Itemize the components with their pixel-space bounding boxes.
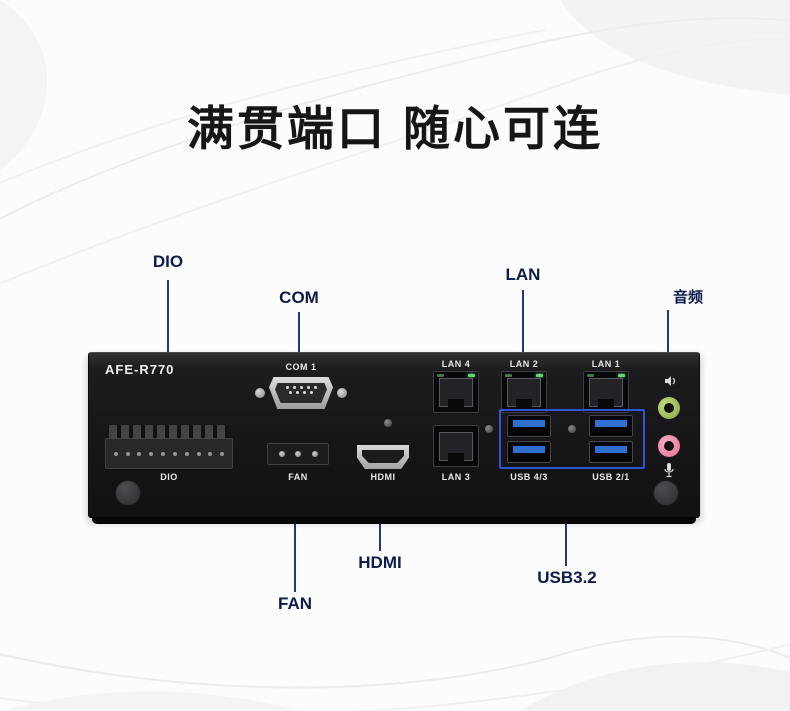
lan2-rj45-port [501, 371, 547, 413]
port-label-com1: COM 1 [285, 362, 317, 372]
db9-screw-left [255, 388, 265, 398]
callout-lan: LAN [505, 265, 541, 284]
page-title: 满贯端口 随心可连 [186, 102, 604, 155]
callout-fan: FAN [278, 594, 312, 613]
audio-mic-in-jack [658, 435, 680, 457]
port-label-lan2: LAN 2 [509, 359, 539, 369]
usb-port-4 [507, 415, 551, 437]
port-label-dio: DIO [160, 472, 178, 482]
hdmi-port [357, 445, 409, 469]
hdmi-slot [362, 450, 404, 463]
lan4-rj45-port [433, 371, 479, 413]
device-rear-panel: AFE-R770 COM 1 DIO [88, 352, 700, 524]
leader-line-fan [294, 478, 296, 592]
usb-port-1 [589, 441, 633, 463]
lan3-rj45-port [433, 425, 479, 467]
line-out-icon [665, 376, 676, 386]
usb-group-highlight-box [499, 409, 645, 469]
port-label-hdmi: HDMI [370, 472, 396, 482]
panel-foot-right [653, 480, 679, 506]
panel-foot-left [115, 480, 141, 506]
port-label-usb43: USB 4/3 [510, 472, 548, 482]
panel-screw-icon [485, 425, 493, 433]
dio-terminal-body [105, 438, 233, 469]
fan-connector [267, 443, 329, 465]
leader-line-lan [522, 290, 524, 367]
usb-port-2 [589, 415, 633, 437]
callout-dio: DIO [152, 252, 184, 271]
port-label-usb21: USB 2/1 [592, 472, 630, 482]
port-label-fan: FAN [288, 472, 308, 482]
dio-terminal-block [105, 425, 233, 469]
leader-line-com [298, 312, 300, 374]
usb-port-3 [507, 441, 551, 463]
lan1-rj45-port [583, 371, 629, 413]
dio-terminal-teeth [109, 425, 229, 438]
port-label-lan3: LAN 3 [441, 472, 471, 482]
port-label-lan4: LAN 4 [441, 359, 471, 369]
db9-pin-row-2 [275, 391, 327, 394]
callout-usb: USB3.2 [537, 568, 597, 587]
panel-bottom-lip [92, 517, 696, 524]
model-name: AFE-R770 [105, 362, 175, 377]
leader-line-audio [667, 310, 669, 370]
callout-audio: 音频 [672, 289, 704, 306]
db9-pin-row-1 [275, 386, 327, 389]
port-label-lan1: LAN 1 [591, 359, 621, 369]
callout-com: COM [279, 288, 319, 307]
microphone-icon [664, 463, 674, 478]
com-port-db9 [255, 375, 347, 411]
audio-line-out-jack [658, 397, 680, 419]
db9-face [275, 383, 327, 403]
callout-hdmi: HDMI [358, 553, 402, 572]
db9-screw-right [337, 388, 347, 398]
panel-screw-icon [384, 419, 392, 427]
panel-screw-icon [568, 425, 576, 433]
